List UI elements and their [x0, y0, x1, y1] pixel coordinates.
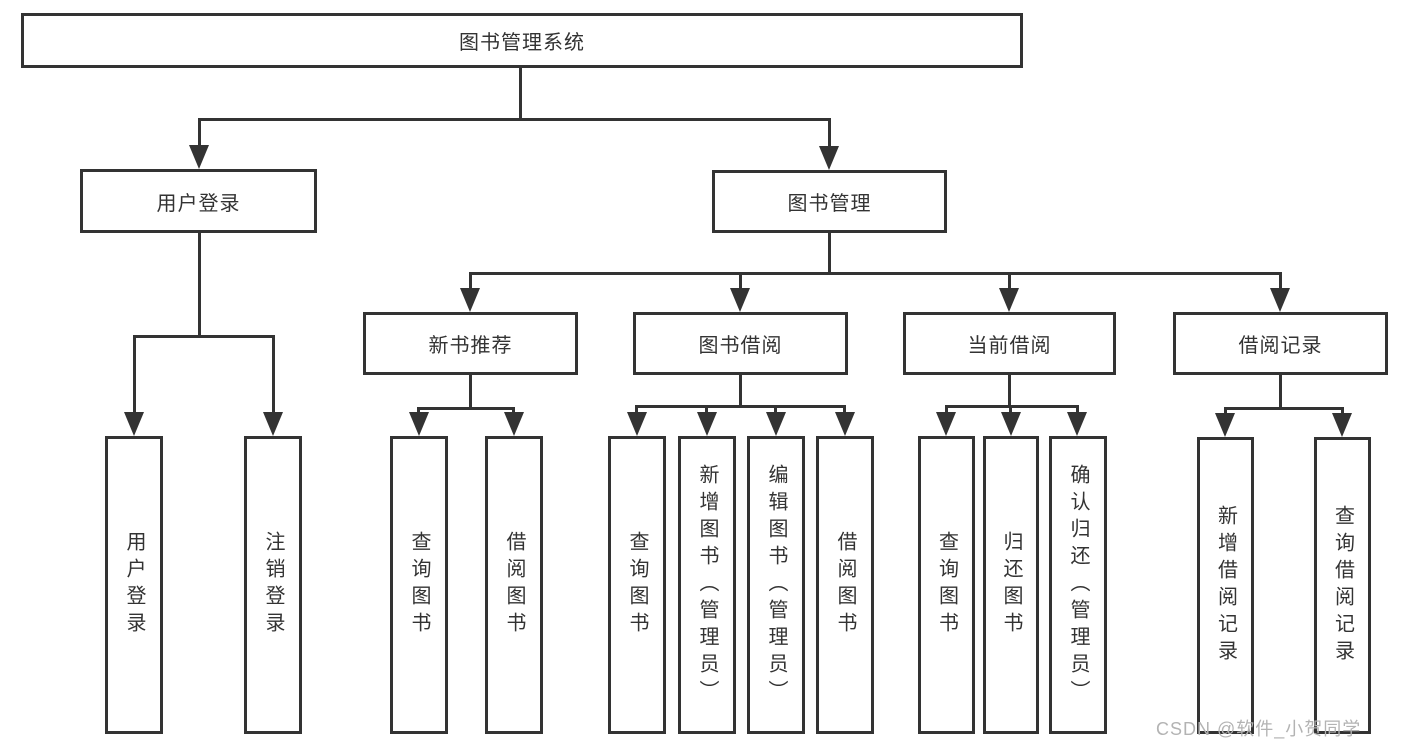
leaf-confirm-return-admin-label: 确认归还（管理员） [1067, 463, 1089, 707]
node-book-management-label: 图书管理 [787, 193, 872, 215]
arrowhead-groupB-2-icon [697, 412, 717, 436]
connector-drop-leaf-login [133, 335, 136, 414]
connector-drop-book-borrow [739, 272, 742, 290]
connector-drop-current-borrow [1008, 272, 1011, 290]
leaf-query-borrow-record-label: 查询借阅记录 [1331, 504, 1354, 667]
arrowhead-leaf-login-icon [124, 412, 144, 436]
connector-groupB-stem [739, 375, 742, 405]
node-borrow-records: 借阅记录 [1173, 312, 1388, 375]
node-book-management: 图书管理 [712, 170, 947, 233]
leaf-query-books-recommend: 查询图书 [390, 436, 448, 734]
connector-root-stem [519, 68, 522, 118]
node-user-login-label: 用户登录 [156, 192, 241, 215]
arrowhead-leaf-logout-icon [263, 412, 283, 436]
arrowhead-book-mgmt-icon [819, 146, 839, 170]
arrowhead-borrow-records-icon [1270, 288, 1290, 312]
connector-groupC-drop3 [1076, 405, 1079, 414]
connector-groupA-rail [417, 407, 515, 410]
leaf-query-books-recommend-label: 查询图书 [408, 531, 430, 639]
leaf-borrow-books: 借阅图书 [816, 436, 874, 734]
node-library-system-label: 图书管理系统 [459, 32, 585, 54]
leaf-borrow-books-label: 借阅图书 [834, 531, 856, 639]
arrowhead-groupA-2-icon [504, 412, 524, 436]
arrowhead-groupD-1-icon [1215, 413, 1235, 437]
connector-drop-user-login [198, 118, 201, 148]
leaf-add-book-admin-label: 新增图书（管理员） [696, 463, 718, 707]
arrowhead-groupC-1-icon [936, 412, 956, 436]
leaf-query-books-borrow: 查询图书 [608, 436, 666, 734]
leaf-add-borrow-record-label: 新增借阅记录 [1214, 504, 1237, 667]
connector-groupA-stem [469, 375, 472, 407]
connector-groupB-rail [635, 405, 846, 408]
connector-groupA-drop2 [512, 407, 515, 414]
leaf-query-books-borrow-label: 查询图书 [626, 531, 648, 639]
arrowhead-groupB-4-icon [835, 412, 855, 436]
leaf-user-login-label: 用户登录 [123, 531, 145, 639]
connector-groupA-drop1 [417, 407, 420, 414]
leaf-query-borrow-record: 查询借阅记录 [1314, 437, 1371, 734]
node-new-book-recommend-label: 新书推荐 [428, 335, 513, 357]
connector-groupC-drop1 [945, 405, 948, 414]
arrowhead-user-login-icon [189, 145, 209, 169]
leaf-confirm-return-admin: 确认归还（管理员） [1049, 436, 1107, 734]
connector-groupB-drop4 [843, 405, 846, 414]
node-borrow-records-label: 借阅记录 [1238, 335, 1323, 357]
connector-groupC-rail [945, 405, 1079, 408]
connector-drop-new-book [469, 272, 472, 290]
arrowhead-groupD-2-icon [1332, 413, 1352, 437]
node-book-borrow-label: 图书借阅 [698, 335, 783, 357]
arrowhead-book-borrow-icon [730, 288, 750, 312]
connector-groupC-stem [1008, 375, 1011, 405]
leaf-logout: 注销登录 [244, 436, 302, 734]
node-current-borrow: 当前借阅 [903, 312, 1116, 375]
connector-level2-rail [198, 118, 831, 121]
connector-groupC-drop2 [1009, 405, 1012, 414]
node-book-borrow: 图书借阅 [633, 312, 848, 375]
connector-user-login-stem [198, 233, 201, 335]
leaf-borrow-books-recommend-label: 借阅图书 [503, 531, 525, 639]
connector-groupB-drop3 [774, 405, 777, 414]
connector-user-login-rail [133, 335, 275, 338]
connector-groupB-drop1 [635, 405, 638, 414]
leaf-query-books-current: 查询图书 [918, 436, 975, 734]
connector-groupD-drop2 [1341, 407, 1344, 414]
watermark: CSDN @软件_小贺同学 [1156, 719, 1362, 739]
leaf-user-login: 用户登录 [105, 436, 163, 734]
leaf-query-books-current-label: 查询图书 [935, 531, 958, 639]
node-new-book-recommend: 新书推荐 [363, 312, 578, 375]
arrowhead-groupA-1-icon [409, 412, 429, 436]
node-library-system: 图书管理系统 [21, 13, 1023, 68]
leaf-return-book-label: 归还图书 [1000, 531, 1022, 639]
connector-groupD-drop1 [1224, 407, 1227, 414]
leaf-edit-book-admin: 编辑图书（管理员） [747, 436, 805, 734]
arrowhead-new-book-icon [460, 288, 480, 312]
leaf-return-book: 归还图书 [983, 436, 1039, 734]
connector-groupD-stem [1279, 375, 1282, 407]
arrowhead-groupB-1-icon [627, 412, 647, 436]
arrowhead-current-borrow-icon [999, 288, 1019, 312]
leaf-borrow-books-recommend: 借阅图书 [485, 436, 543, 734]
connector-groupD-rail [1224, 407, 1344, 410]
arrowhead-groupC-2-icon [1001, 412, 1021, 436]
leaf-add-book-admin: 新增图书（管理员） [678, 436, 736, 734]
arrowhead-groupB-3-icon [766, 412, 786, 436]
connector-level3-rail [469, 272, 1282, 275]
node-user-login: 用户登录 [80, 169, 317, 233]
connector-groupB-drop2 [705, 405, 708, 414]
arrowhead-groupC-3-icon [1067, 412, 1087, 436]
leaf-logout-label: 注销登录 [262, 531, 284, 639]
connector-drop-borrow-records [1279, 272, 1282, 290]
connector-drop-leaf-logout [272, 335, 275, 414]
connector-book-mgmt-stem [828, 233, 831, 272]
leaf-add-borrow-record: 新增借阅记录 [1197, 437, 1254, 734]
connector-drop-book-mgmt [828, 118, 831, 148]
node-current-borrow-label: 当前借阅 [967, 335, 1052, 357]
leaf-edit-book-admin-label: 编辑图书（管理员） [765, 463, 787, 707]
